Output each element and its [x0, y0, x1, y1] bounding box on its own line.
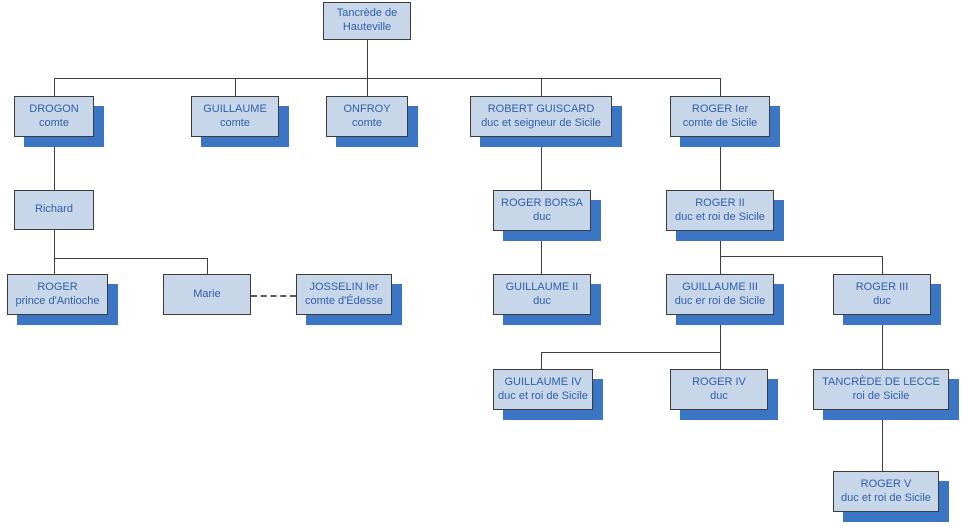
person-title: duc et roi de Sicile [675, 210, 765, 223]
connector-line [720, 137, 721, 190]
person-title: duc [533, 210, 551, 223]
person-name: GUILLAUME III [682, 280, 758, 293]
person-name: ROBERT GUISCARD [487, 102, 595, 115]
person-name: Richard [35, 203, 73, 216]
person-title: comte de Sicile [682, 116, 758, 129]
connector-line [54, 258, 207, 259]
person-name: ROGER III [855, 280, 909, 293]
person-title: roi de Sicile [852, 389, 910, 402]
person-title: comte [352, 116, 382, 129]
person-title: Hauteville [342, 21, 392, 33]
connector-line [54, 78, 720, 79]
connector-line [720, 231, 721, 274]
person-title: duc et roi de Sicile [498, 389, 588, 402]
person-name: DROGON [29, 102, 79, 115]
person-name: ROGER V [860, 477, 912, 490]
connector-line [541, 231, 542, 274]
connector-line [720, 78, 721, 96]
connector-line [207, 258, 208, 274]
person-name: ROGER Ier [691, 102, 749, 115]
person-name: GUILLAUME IV [504, 375, 582, 388]
person-title: duc [873, 294, 891, 307]
person-node-marie[interactable]: Marie [163, 274, 251, 315]
connector-line [720, 256, 882, 257]
connector-line [541, 78, 542, 96]
marriage-link [251, 294, 296, 297]
connector-line [54, 137, 55, 190]
person-title: duc et roi de Sicile [841, 491, 931, 504]
person-name: Marie [193, 287, 221, 300]
connector-line [54, 230, 55, 274]
connector-line [882, 410, 883, 471]
connector-line [367, 40, 368, 78]
person-name: GUILLAUME II [505, 280, 579, 293]
person-name: Tancrède de [336, 7, 398, 20]
person-title: duc et seigneur de Sicile [481, 116, 601, 129]
connector-line [720, 315, 721, 369]
connector-line [541, 352, 542, 369]
person-title: comte [39, 116, 69, 129]
connector-line [367, 78, 368, 96]
connector-line [882, 315, 883, 369]
person-name: ROGER BORSA [501, 196, 583, 209]
person-name: ROGER [37, 280, 78, 293]
person-title: comte [220, 116, 250, 129]
person-name: GUILLAUME [203, 102, 267, 115]
person-title: duc [710, 389, 728, 402]
person-name: TANCRÈDE DE LECCE [822, 375, 940, 388]
person-name: ROGER II [695, 196, 745, 209]
connector-line [541, 137, 542, 190]
connector-line [541, 352, 720, 353]
person-node-richard[interactable]: Richard [14, 190, 94, 230]
connector-line [882, 256, 883, 274]
person-name: ONFROY [343, 102, 391, 115]
person-title: duc er roi de Sicile [674, 294, 766, 307]
connector-line [235, 78, 236, 96]
person-title: duc [533, 294, 551, 307]
person-title: comte d'Édesse [305, 294, 383, 307]
connector-line [54, 78, 55, 96]
person-name: ROGER IV [692, 375, 746, 388]
person-name: JOSSELIN Ier [309, 280, 379, 293]
person-title: prince d'Antioche [15, 294, 100, 307]
